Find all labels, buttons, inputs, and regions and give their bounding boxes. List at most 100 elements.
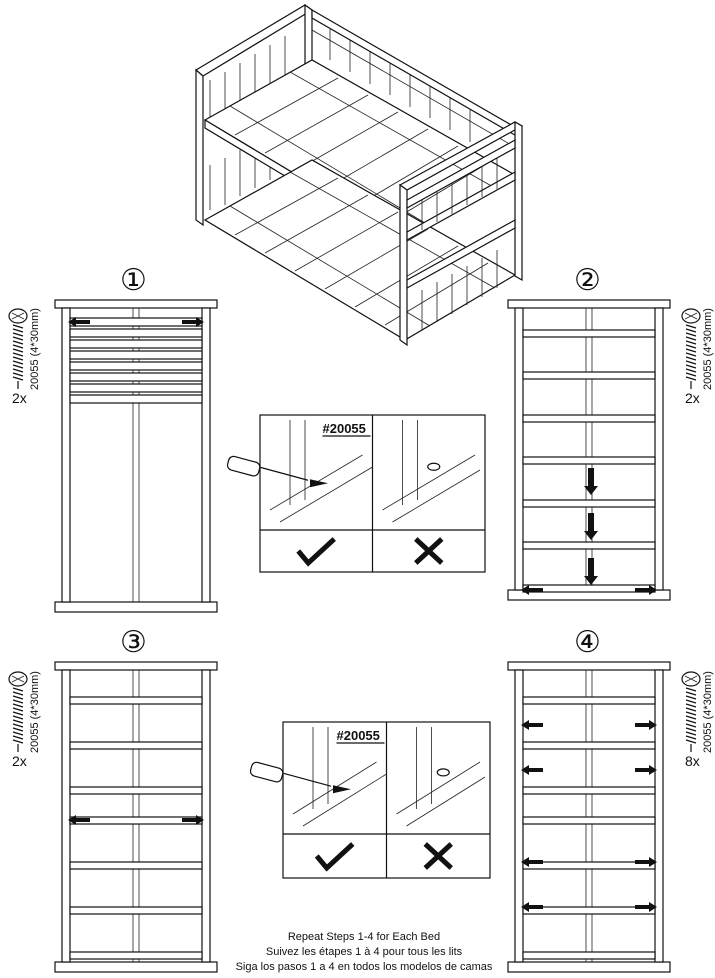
arrow-icon (635, 720, 657, 730)
screw-cross-icon (684, 312, 698, 320)
slat (522, 584, 656, 593)
slat (522, 786, 656, 795)
slat (522, 696, 656, 705)
wood-post-lines (312, 727, 432, 809)
top-rail (507, 661, 671, 671)
screw-thread-icon (685, 324, 697, 389)
screwdriver-shaft (282, 772, 332, 787)
frame-panel-step-4 (507, 661, 671, 973)
screw-cross-icon (11, 312, 25, 320)
slat (69, 696, 203, 705)
screw-cross-icon (684, 675, 698, 683)
slat (522, 414, 656, 423)
stacked-slat (69, 339, 203, 349)
screw-thread-icon (12, 687, 24, 752)
cross-icon (414, 537, 444, 565)
arrow-icon (635, 585, 657, 595)
slat (522, 499, 656, 508)
slat (69, 906, 203, 915)
slat (522, 541, 656, 550)
hole-icon (427, 462, 441, 471)
screw-callout-2: 20055 (4*30mm)2x (681, 308, 714, 406)
screw-quantity: 2x (12, 753, 27, 769)
screw-callout-4: 20055 (4*30mm)8x (681, 671, 714, 769)
arrow-icon (68, 815, 90, 825)
step-number-3: ③ (120, 625, 147, 660)
stacked-slat (69, 383, 203, 393)
arrow-icon (635, 765, 657, 775)
top-rail (54, 661, 218, 671)
arrow-icon (521, 765, 543, 775)
screwdriver-icon (249, 761, 351, 794)
top-rail (507, 299, 671, 309)
slat (69, 951, 203, 960)
slat (522, 951, 656, 960)
slat (522, 906, 656, 915)
screw-cross-icon (11, 675, 25, 683)
screwdriver-handle (249, 761, 284, 783)
screw-icon (310, 479, 328, 488)
screwdriver-shaft (259, 466, 309, 481)
screw-thread-icon (685, 687, 697, 752)
arrow-icon (521, 902, 543, 912)
arrow-icon (68, 317, 90, 327)
screwdriver-icon (226, 455, 328, 488)
bottom-rail (54, 601, 218, 613)
left-post (61, 307, 71, 603)
arrow-icon (182, 815, 204, 825)
slat (522, 329, 656, 338)
frame-panel-step-2 (507, 299, 671, 601)
stacked-slat (69, 361, 203, 371)
part-number-label: #20055 (323, 421, 366, 436)
arrow-icon (521, 857, 543, 867)
footer-note-es: Siga los pasos 1 a 4 en todos los modelo… (236, 961, 493, 973)
screw-callout-3: 20055 (4*30mm)2x (8, 671, 41, 769)
arrow-icon (182, 317, 204, 327)
slat (522, 371, 656, 380)
arrow-icon (584, 513, 598, 540)
frame-panel-step-3 (54, 661, 218, 973)
screw-code-label: 20055 (4*30mm) (702, 671, 714, 753)
right-post (201, 669, 211, 963)
bottom-rail (54, 961, 218, 973)
stacked-slat (69, 372, 203, 382)
arrow-icon (635, 902, 657, 912)
footer-note-fr: Suivez les étapes 1 à 4 pour tous les li… (266, 946, 463, 958)
arrow-icon (584, 558, 598, 585)
bottom-rail (507, 961, 671, 973)
step-number-2: ② (574, 263, 601, 298)
screw-quantity: 2x (685, 390, 700, 406)
screwdriver-handle (226, 455, 261, 477)
screw-quantity: 8x (685, 753, 700, 769)
screw-callout-1: 20055 (4*30mm)2x (8, 308, 41, 406)
part-number-label: #20055 (337, 728, 380, 743)
stacked-slat (69, 394, 203, 404)
step-number-4: ④ (574, 625, 601, 660)
right-post (654, 669, 664, 963)
slat (69, 786, 203, 795)
step-number-1: ① (120, 263, 147, 298)
arrow-icon (521, 585, 543, 595)
stacked-slat (69, 350, 203, 360)
arrow-icon (521, 720, 543, 730)
left-post (514, 307, 524, 591)
cross-icon (423, 842, 453, 870)
stacked-slat (69, 328, 203, 338)
top-rail (54, 299, 218, 309)
footer-note-en: Repeat Steps 1-4 for Each Bed (288, 931, 440, 943)
slat (69, 741, 203, 750)
slat (522, 456, 656, 465)
screw-code-label: 20055 (4*30mm) (702, 308, 714, 390)
screw-code-label: 20055 (4*30mm) (29, 308, 41, 390)
arrow-icon (635, 857, 657, 867)
slat (69, 861, 203, 870)
detail-inset-2: #20055 (249, 721, 491, 879)
left-post (514, 669, 524, 963)
frame-panel-step-1 (54, 299, 218, 613)
checkmark-icon (314, 842, 355, 872)
hole-icon (436, 768, 450, 777)
left-post (61, 669, 71, 963)
right-post (201, 307, 211, 603)
slat (522, 861, 656, 870)
